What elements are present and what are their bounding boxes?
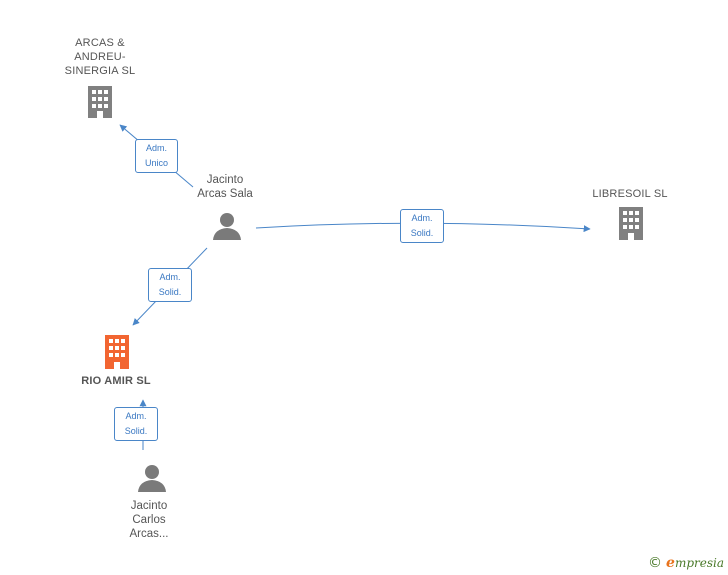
brand-logo: ©empresia <box>648 555 724 571</box>
edge-label-adm-solid[interactable]: Adm. Solid. <box>148 268 192 302</box>
copyright-icon: © <box>648 555 663 571</box>
brand-initial: e <box>666 555 675 571</box>
edge-label-adm-solid[interactable]: Adm. Solid. <box>114 407 158 441</box>
node-label-jacinto-arcas-sala[interactable]: Jacinto Arcas Sala <box>197 174 253 200</box>
node-label-arcas[interactable]: ARCAS & ANDREU- SINERGIA SL <box>64 37 136 77</box>
edge-label-adm-unico[interactable]: Adm. Unico <box>135 139 178 173</box>
brand-name: mpresia <box>674 556 724 570</box>
node-label-libresoil[interactable]: LIBRESOIL SL <box>592 188 668 200</box>
building-icon[interactable] <box>619 207 643 240</box>
person-icon[interactable] <box>138 465 166 492</box>
node-label-rio-amir[interactable]: RIO AMIR SL <box>81 375 151 387</box>
edge-label-adm-solid[interactable]: Adm. Solid. <box>400 209 444 243</box>
node-label-jacinto-carlos[interactable]: Jacinto Carlos Arcas... <box>129 500 169 540</box>
person-icon[interactable] <box>213 213 241 240</box>
building-icon[interactable] <box>105 335 129 369</box>
building-icon[interactable] <box>88 86 112 118</box>
